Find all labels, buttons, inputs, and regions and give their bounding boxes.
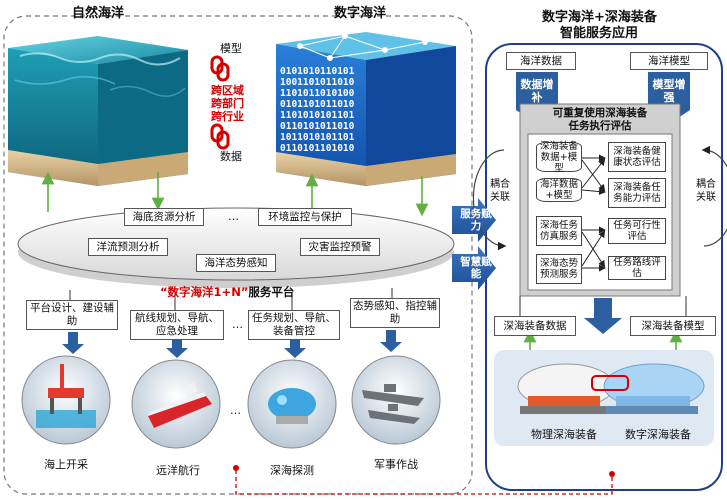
scenario-ocean-navigation: 远洋航行 [156, 464, 200, 477]
scenario-circles [21, 355, 441, 449]
eval-left-situation-prediction: 深海态势预测服务 [536, 254, 582, 284]
evaluation-arrows [581, 154, 606, 272]
scenario-ellipsis: … [230, 404, 241, 417]
evaluation-title: 可重复使用深海装备 任务执行评估 [552, 107, 648, 132]
service-empower-label: 服务赋力 [460, 208, 492, 232]
digital-submersible-icon [603, 363, 705, 414]
wisdom-empower-arrow [452, 246, 496, 290]
coupling-label-right: 耦合关联 [696, 179, 716, 203]
ellipse-item-seabed-resources: 海底资源分析 [124, 208, 204, 226]
digital-ocean-title: 数字海洋 [334, 6, 387, 21]
service-situation-command: 态势感知、指控辅助 [350, 298, 440, 328]
natural-ocean-title: 自然海洋 [72, 6, 125, 21]
service-route-planning: 航线规划、导航、应急处理 [130, 310, 224, 340]
scenario-deep-sea-exploration: 深海探测 [270, 464, 314, 477]
natural-ocean-cube [8, 36, 188, 186]
eval-left-equipment-data-model: 深海装备数据+模型 [536, 141, 582, 174]
ellipse-item-environment-monitoring: 环境监控与保护 [258, 208, 352, 226]
scenario-offshore-mining: 海上开采 [44, 458, 88, 471]
model-enhance-label: 模型增强 [652, 78, 686, 104]
platform-links [69, 288, 393, 310]
eval-right-route: 任务路线评估 [608, 256, 666, 280]
ocean-data-box: 海洋数据 [506, 52, 576, 70]
link-label-data: 数据 [220, 150, 242, 163]
service-platform-design: 平台设计、建设辅助 [26, 300, 118, 330]
ocean-model-box: 海洋模型 [630, 52, 708, 70]
link-label-cross-region: 跨区域 [211, 84, 244, 97]
data-supplement-label: 数据增补 [520, 78, 554, 104]
wisdom-empower-label: 智慧赋能 [460, 256, 492, 280]
chain-link-icon [210, 55, 230, 82]
big-down-arrow [584, 298, 622, 334]
ellipse-item-situation-awareness: 海洋态势感知 [196, 254, 276, 272]
eval-right-mission-capability: 深海装备任务能力评估 [608, 178, 666, 208]
coupling-arrow-left [472, 149, 507, 251]
equipment-data-box: 深海装备数据 [494, 316, 576, 336]
ellipse-item-disaster-warning: 灾害监控预警 [300, 238, 380, 256]
ellipse-item-ellipsis: … [228, 210, 239, 223]
service-mission-planning: 任务规划、导航、装备管控 [248, 310, 340, 340]
coupling-arrow-right [701, 145, 727, 247]
eval-right-mission-feasibility: 任务可行性评估 [608, 218, 666, 244]
offshore-rig-icon [36, 364, 96, 428]
physical-equipment-label: 物理深海装备 [531, 428, 597, 441]
link-label-cross-department: 跨部门 [211, 97, 244, 110]
binary-text-block: 0101010110101 1001101011010 110101101010… [280, 66, 355, 154]
service-ellipsis: … [232, 318, 243, 331]
link-label-cross-industry: 跨行业 [211, 110, 244, 123]
equipment-model-box: 深海装备模型 [630, 316, 716, 336]
right-title-line1: 数字海洋+深海装备 [542, 10, 657, 25]
eval-left-ocean-data-model: 海洋数据+模型 [536, 178, 582, 202]
submersible-icon [268, 388, 316, 424]
digital-equipment-label: 数字深海装备 [625, 428, 691, 441]
link-highlight [591, 375, 629, 391]
scenario-military-operation: 军事作战 [374, 458, 418, 471]
eval-right-health-state: 深海装备健康状态评估 [608, 142, 666, 172]
link-label-model: 模型 [220, 42, 242, 55]
platform-title: “数字海洋1+N”服务平台 [160, 285, 295, 299]
eval-left-mission-simulation: 深海任务仿真服务 [536, 216, 582, 246]
right-title-line2: 智能服务应用 [560, 26, 639, 41]
coupling-label-left: 耦合关联 [490, 179, 510, 203]
ellipse-item-current-prediction: 洋流预测分析 [88, 238, 168, 256]
digital-ocean-cube [276, 32, 456, 186]
service-empower-arrow [452, 198, 496, 242]
platform-ellipse [17, 207, 455, 288]
service-down-arrows [62, 330, 402, 358]
ship-icon [148, 382, 212, 428]
warship-icon [362, 384, 424, 424]
red-dashed-link [235, 470, 613, 495]
chain-link-icon [210, 123, 230, 150]
